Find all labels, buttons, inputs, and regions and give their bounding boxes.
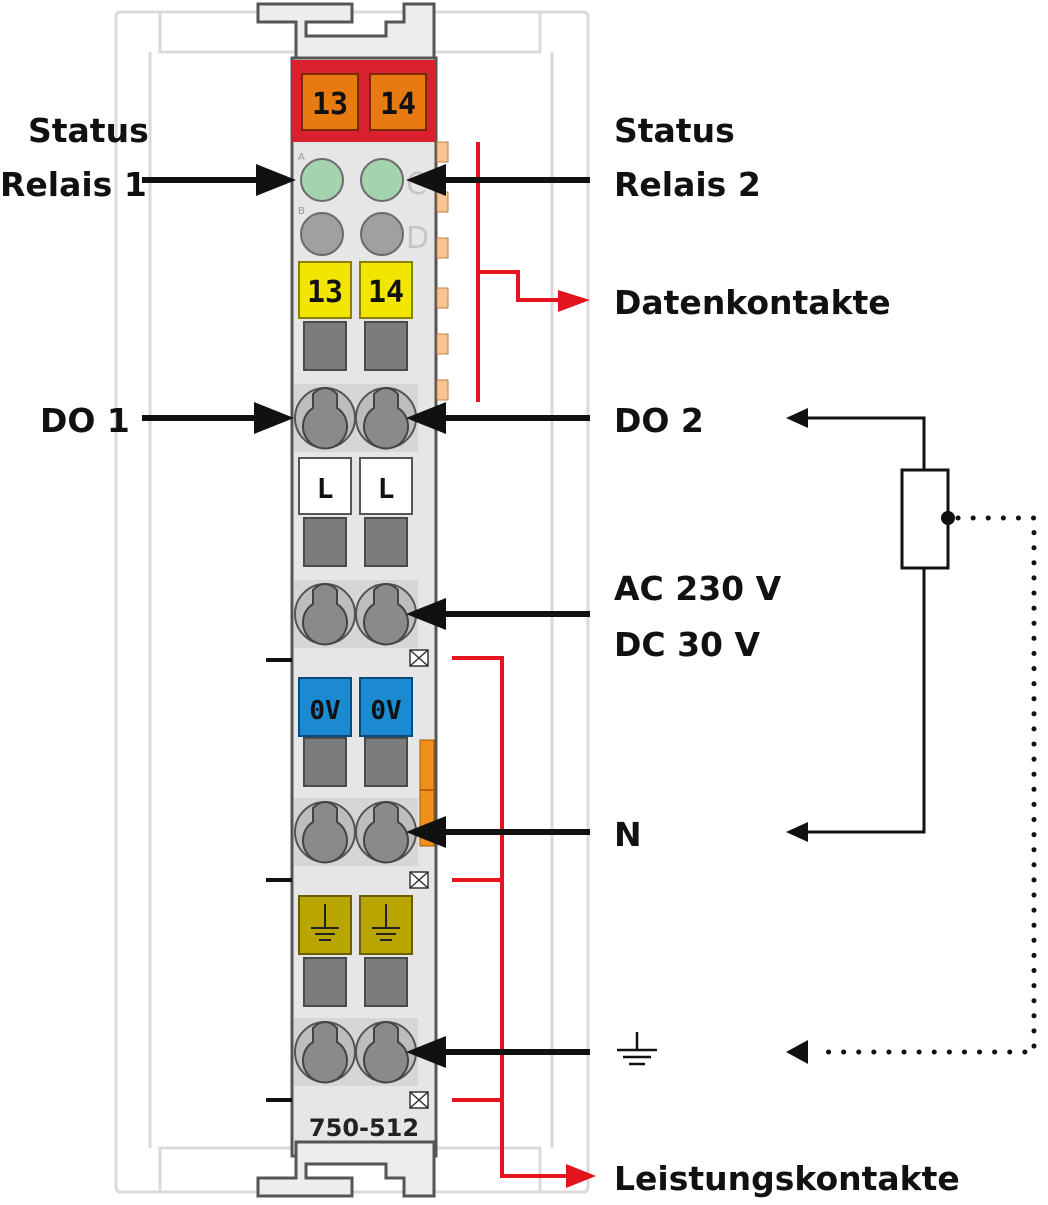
l-marker-2-label: L xyxy=(378,472,395,505)
contact-marker-group: 13 14 xyxy=(298,261,413,319)
do1-label: DO 1 xyxy=(40,401,130,440)
zero-volt-marker-2 xyxy=(359,677,413,737)
leistungskontakte-label: Leistungskontakte xyxy=(614,1159,960,1198)
top-terminal-14-label: 14 xyxy=(380,87,416,122)
clamp-opening xyxy=(302,1021,348,1084)
release-slot xyxy=(303,737,347,787)
release-slot xyxy=(364,737,408,787)
release-slot xyxy=(364,321,408,371)
zero-volt-marker-group: 0V 0V xyxy=(298,677,413,737)
led-b xyxy=(300,212,344,256)
contact-marker-13-label: 13 xyxy=(307,275,343,310)
callout-arrows xyxy=(142,164,590,1068)
zero-volt-marker-1 xyxy=(298,677,352,737)
release-slot xyxy=(303,957,347,1007)
clamp-opening xyxy=(363,387,409,450)
ground-icon xyxy=(617,1032,657,1066)
clamp-opening xyxy=(363,801,409,864)
led-letter-a: A xyxy=(298,152,305,163)
load-junction-dot xyxy=(941,511,955,525)
release-slot xyxy=(364,517,408,567)
clamp-opening xyxy=(302,583,348,646)
dc-voltage-label: DC 30 V xyxy=(614,625,761,664)
power-contact-notches xyxy=(409,649,429,1109)
zero-volt-marker-2-label: 0V xyxy=(370,696,401,726)
release-slot xyxy=(303,517,347,567)
clamp-opening xyxy=(302,387,348,450)
top-terminal-14 xyxy=(369,73,427,131)
led-block: A B C D xyxy=(298,152,429,256)
release-slots xyxy=(303,321,408,1007)
status-led-relais-1 xyxy=(300,158,344,202)
part-number: 750-512 xyxy=(309,1114,419,1142)
clamp-opening xyxy=(363,583,409,646)
l-marker-group: L L xyxy=(298,457,413,515)
l-marker-1 xyxy=(298,457,352,515)
clamp-opening xyxy=(302,801,348,864)
contact-marker-14 xyxy=(359,261,413,319)
top-terminal-13-label: 13 xyxy=(312,87,348,122)
ground-icon xyxy=(372,904,400,941)
contact-marker-14-label: 14 xyxy=(368,275,404,310)
n-label: N xyxy=(614,815,642,854)
status-relais-1-title: Status xyxy=(28,111,149,150)
data-contact-bracket xyxy=(476,142,590,402)
l-marker-2 xyxy=(359,457,413,515)
left-edge-ticks xyxy=(266,658,292,1102)
status-relais-2-subtitle: Relais 2 xyxy=(614,165,761,204)
load-circuit xyxy=(786,408,1037,1064)
status-relais-1-subtitle: Relais 1 xyxy=(0,165,147,204)
contact-marker-13 xyxy=(298,261,352,319)
power-contact-bracket xyxy=(452,656,596,1188)
ground-icon xyxy=(311,904,339,941)
release-slot xyxy=(303,321,347,371)
power-jumper-strip xyxy=(419,739,435,847)
status-led-relais-2 xyxy=(360,158,404,202)
top-header: 13 14 xyxy=(292,60,436,142)
do2-label: DO 2 xyxy=(614,401,704,440)
led-letter-b: B xyxy=(298,206,305,217)
led-letter-d: D xyxy=(406,221,429,256)
datenkontakte-label: Datenkontakte xyxy=(614,283,891,322)
led-d xyxy=(360,212,404,256)
release-slot xyxy=(364,957,408,1007)
top-terminal-13 xyxy=(301,73,359,131)
clamp-opening xyxy=(363,1021,409,1084)
ac-voltage-label: AC 230 V xyxy=(614,569,782,608)
zero-volt-marker-1-label: 0V xyxy=(309,696,340,726)
status-relais-2-title: Status xyxy=(614,111,735,150)
ground-marker-group xyxy=(298,895,413,955)
l-marker-1-label: L xyxy=(317,472,334,505)
terminal-clamps xyxy=(294,384,418,1086)
